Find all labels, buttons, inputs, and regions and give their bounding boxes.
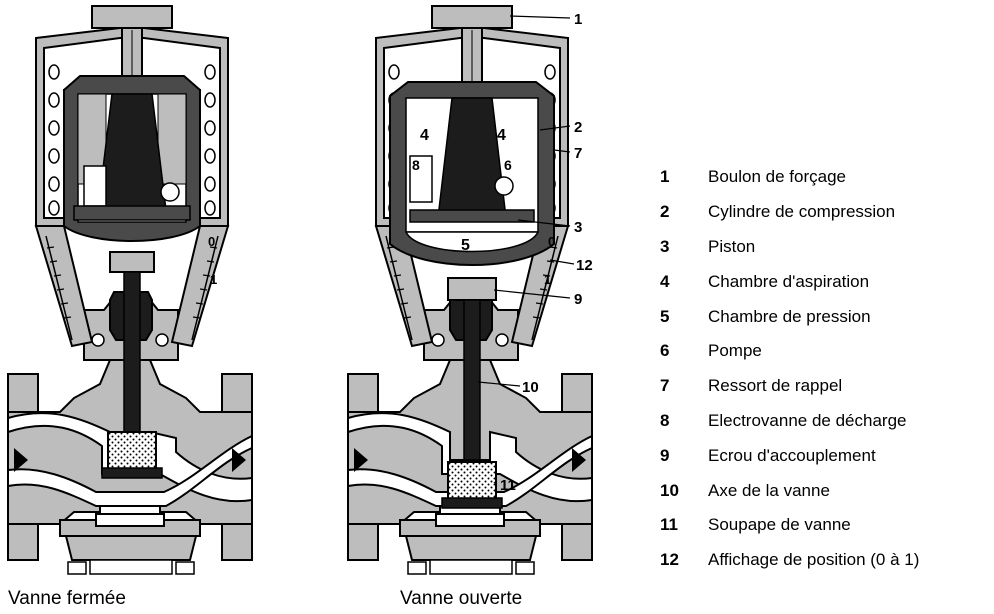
label-suction-right: 4 [497, 127, 506, 144]
legend-number: 9 [660, 445, 670, 465]
callout-11: 11 [500, 477, 516, 494]
legend-text: Affichage de position (0 à 1) [708, 550, 920, 570]
legend-text: Ressort de rappel [708, 376, 843, 396]
legend-text: Boulon de forçage [708, 167, 846, 187]
legend-text: Chambre d'aspiration [708, 271, 870, 291]
legend-item: 11 Soupape de vanne [660, 508, 990, 543]
legend-item: 3 Piston [660, 230, 990, 265]
valve-open-drawing [347, 5, 593, 575]
legend-item: 10 Axe de la vanne [660, 473, 990, 508]
legend-item: 7 Ressort de rappel [660, 369, 990, 404]
scale-zero-open: 0 [548, 234, 555, 249]
legend: 1 Boulon de forçage 2 Cylindre de compress… [660, 160, 990, 578]
legend-item: 4 Chambre d'aspiration [660, 264, 990, 299]
callout-2: 2 [574, 119, 582, 136]
legend-item: 12 Affichage de position (0 à 1) [660, 543, 990, 578]
label-solenoid: 8 [412, 157, 420, 173]
label-pressure: 5 [461, 237, 470, 254]
scale-zero-closed: 0 [208, 234, 215, 249]
legend-item: 6 Pompe [660, 334, 990, 369]
scale-one-closed: 1 [210, 272, 217, 287]
callout-7: 7 [574, 145, 582, 162]
legend-item: 8 Electrovanne de décharge [660, 404, 990, 439]
legend-number: 5 [660, 306, 670, 326]
legend-number: 2 [660, 202, 670, 222]
caption-closed: Vanne fermée [8, 588, 126, 609]
legend-number: 1 [660, 167, 670, 187]
callout-lines [477, 15, 575, 485]
legend-text: Axe de la vanne [708, 480, 830, 500]
legend-number: 11 [660, 515, 678, 535]
label-suction-left: 4 [420, 127, 429, 144]
legend-number: 6 [660, 341, 670, 361]
legend-text: Chambre de pression [708, 306, 871, 326]
legend-item: 5 Chambre de pression [660, 299, 990, 334]
callout-1: 1 [574, 11, 582, 28]
scale-one-open: 1 [544, 272, 551, 287]
legend-text: Cylindre de compression [708, 202, 896, 222]
callout-9: 9 [574, 291, 582, 308]
legend-text: Ecrou d'accouplement [708, 445, 876, 465]
legend-number: 3 [660, 236, 670, 256]
legend-item: 2 Cylindre de compression [660, 195, 990, 230]
callout-10: 10 [522, 379, 539, 396]
legend-number: 7 [660, 376, 670, 396]
legend-text: Soupape de vanne [708, 515, 851, 535]
legend-text: Piston [708, 236, 756, 256]
caption-open: Vanne ouverte [400, 588, 523, 609]
legend-number: 4 [660, 271, 670, 291]
legend-item: 9 Ecrou d'accouplement [660, 438, 990, 473]
callout-3: 3 [574, 219, 582, 236]
callout-12: 12 [576, 257, 593, 274]
legend-text: Electrovanne de décharge [708, 410, 907, 430]
valve-closed-drawing [7, 5, 253, 575]
legend-text: Pompe [708, 341, 762, 361]
legend-item: 1 Boulon de forçage [660, 160, 990, 195]
legend-number: 12 [660, 550, 679, 570]
legend-number: 8 [660, 410, 670, 430]
legend-number: 10 [660, 480, 679, 500]
label-pump: 6 [504, 157, 512, 173]
